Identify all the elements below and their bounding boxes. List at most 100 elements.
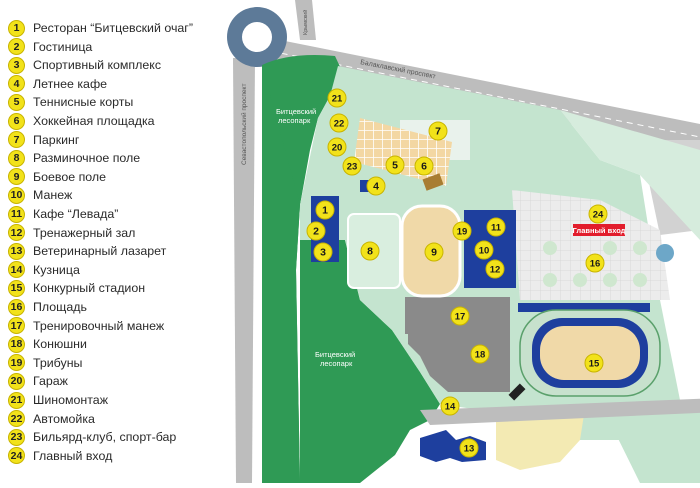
map-marker-16[interactable]: 16 — [585, 253, 605, 273]
legend-item[interactable]: 7 Паркинг — [8, 131, 79, 149]
map-marker-circle — [327, 137, 347, 157]
map-marker-9[interactable]: 9 — [424, 242, 444, 262]
legend-label: Шиномонтаж — [33, 393, 108, 407]
map-marker-number: 12 — [490, 265, 501, 276]
map-marker-number: 10 — [479, 246, 490, 257]
park-label-bottom-2: лесопарк — [320, 359, 353, 368]
legend-label: Площадь — [33, 300, 87, 314]
map-marker-15[interactable]: 15 — [584, 353, 604, 373]
legend-item[interactable]: 12 Тренажерный зал — [8, 224, 135, 242]
legend-label: Разминочное поле — [33, 151, 141, 166]
map-marker-14[interactable]: 14 — [440, 396, 460, 416]
map-marker-1[interactable]: 1 — [315, 200, 335, 220]
map-marker-19[interactable]: 19 — [452, 221, 472, 241]
map-marker-10[interactable]: 10 — [474, 240, 494, 260]
map-marker-22[interactable]: 22 — [329, 113, 349, 133]
map-marker-number: 2 — [313, 226, 319, 238]
legend-number-badge: 8 — [8, 149, 25, 167]
legend-label: Хоккейная площадка — [33, 114, 155, 128]
map-marker-5[interactable]: 5 — [385, 155, 405, 175]
legend-number-badge: 10 — [8, 186, 25, 204]
legend-label: Автомойка — [33, 411, 95, 426]
map-marker-number: 14 — [445, 402, 456, 413]
map-marker-6[interactable]: 6 — [414, 156, 434, 176]
map-marker-number: 16 — [590, 259, 601, 270]
hockey-rink[interactable] — [422, 173, 444, 191]
legend-number-badge: 1 — [8, 19, 25, 37]
show-jumping-stadium[interactable] — [519, 309, 661, 397]
bottom-road — [420, 398, 700, 425]
map-marker-11[interactable]: 11 — [486, 217, 506, 237]
map-marker-21[interactable]: 21 — [327, 88, 347, 108]
legend-number-badge: 7 — [8, 131, 25, 149]
map-marker-circle — [329, 113, 349, 133]
legend-number-badge: 4 — [8, 75, 25, 93]
map-marker-circle — [485, 259, 505, 279]
map-marker-2[interactable]: 2 — [306, 221, 326, 241]
map-marker-3[interactable]: 3 — [313, 242, 333, 262]
map-marker-12[interactable]: 12 — [485, 259, 505, 279]
legend-number-badge: 24 — [8, 447, 25, 465]
map-marker-circle — [366, 176, 386, 196]
legend-item[interactable]: 21 Шиномонтаж — [8, 391, 108, 409]
legend-label: Паркинг — [33, 132, 80, 147]
sand-field-south — [496, 408, 585, 470]
map-marker-20[interactable]: 20 — [327, 137, 347, 157]
legend-number-badge: 21 — [8, 391, 25, 409]
map-marker-number: 6 — [421, 161, 427, 173]
map-marker-circle — [474, 240, 494, 260]
legend-number-badge: 15 — [8, 279, 25, 297]
map-marker-7[interactable]: 7 — [428, 121, 448, 141]
map-marker-number: 21 — [332, 94, 343, 105]
map-marker-13[interactable]: 13 — [459, 438, 479, 458]
map-marker-circle — [470, 344, 490, 364]
main-entrance[interactable]: Главный вход — [573, 224, 626, 236]
legend-label: Конюшни — [33, 337, 87, 352]
legend-label: Гараж — [33, 374, 68, 389]
forest-south — [300, 240, 440, 483]
kuznitsa-14[interactable] — [508, 383, 526, 401]
map-marker-circle — [424, 242, 444, 262]
map-marker-circle — [584, 353, 604, 373]
legend-item[interactable]: 20 Гараж — [8, 372, 68, 390]
map-marker-24[interactable]: 24 — [588, 204, 608, 224]
legend-label: Тренажерный зал — [33, 225, 136, 240]
map-marker-circle — [450, 306, 470, 326]
street-sevastopolsky-label: Севастопольский проспект — [240, 84, 248, 165]
roundabout-island — [242, 22, 272, 52]
legend-number-badge: 20 — [8, 372, 25, 390]
map-marker-23[interactable]: 23 — [342, 156, 362, 176]
map-marker-4[interactable]: 4 — [366, 176, 386, 196]
legend-label: Боевое поле — [33, 169, 107, 184]
plaza-16[interactable] — [512, 190, 670, 300]
map-marker-circle — [459, 438, 479, 458]
map-marker-18[interactable]: 18 — [470, 344, 490, 364]
forest-areas — [262, 55, 440, 483]
map-marker-8[interactable]: 8 — [360, 241, 380, 261]
legend-item[interactable]: 8 Разминочное поле — [8, 149, 140, 167]
map-marker-17[interactable]: 17 — [450, 306, 470, 326]
legend-number-badge: 12 — [8, 224, 25, 242]
park-label-top-2: лесопарк — [278, 116, 311, 125]
